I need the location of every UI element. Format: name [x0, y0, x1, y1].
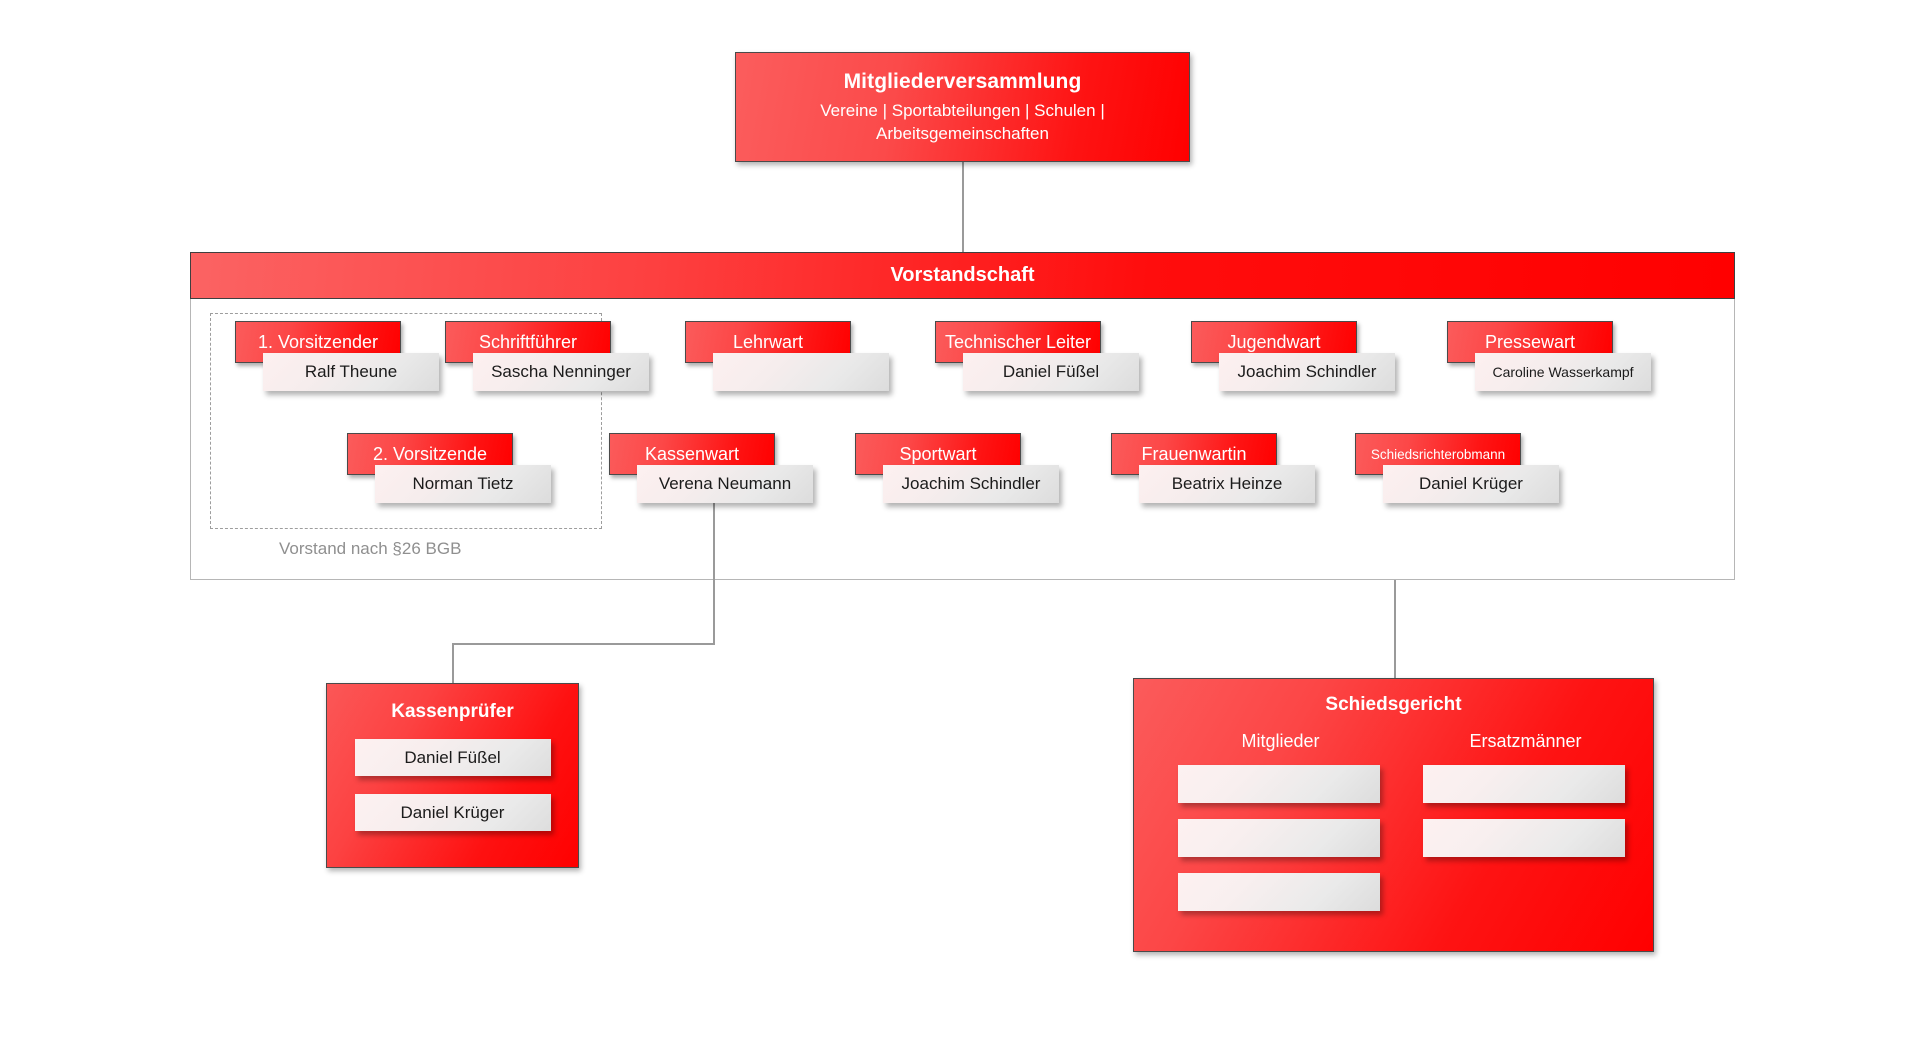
- board-panel-body: Vorstand nach §26 BGB 1. Vorsitzender Ra…: [190, 299, 1735, 580]
- connector-kassenwart-left: [452, 643, 715, 645]
- role-card-jugendwart[interactable]: Jugendwart Joachim Schindler: [1191, 321, 1395, 395]
- role-holder-name: Ralf Theune: [263, 353, 439, 391]
- node-kassenpruefer[interactable]: Kassenprüfer Daniel Füßel Daniel Krüger: [326, 683, 579, 868]
- role-card-pressewart[interactable]: Pressewart Caroline Wasserkampf: [1447, 321, 1651, 395]
- role-holder-name: Sascha Nenninger: [473, 353, 649, 391]
- role-holder-name: Joachim Schindler: [883, 465, 1059, 503]
- schiedsgericht-column-ersatzmaenner: Ersatzmänner: [1423, 731, 1628, 873]
- schiedsgericht-member-slot: [1178, 765, 1380, 803]
- role-card-2-vorsitzende[interactable]: 2. Vorsitzende Norman Tietz: [347, 433, 551, 507]
- node-schiedsgericht[interactable]: Schiedsgericht Mitglieder Ersatzmänner: [1133, 678, 1654, 952]
- role-holder-name: Daniel Krüger: [1383, 465, 1559, 503]
- role-holder-name: Beatrix Heinze: [1139, 465, 1315, 503]
- role-holder-name: Verena Neumann: [637, 465, 813, 503]
- role-holder-name: Norman Tietz: [375, 465, 551, 503]
- mitgliederversammlung-title: Mitgliederversammlung: [843, 69, 1082, 93]
- bgb-board-group-outline: [210, 313, 602, 529]
- mitgliederversammlung-subtitle: Vereine | Sportabteilungen | Schulen | A…: [820, 100, 1105, 143]
- role-holder-name: Joachim Schindler: [1219, 353, 1395, 391]
- board-panel-header[interactable]: Vorstandschaft: [190, 252, 1735, 299]
- kassenpruefer-member-slot: Daniel Krüger: [354, 794, 551, 831]
- role-card-schiedsrichterobmann[interactable]: Schiedsrichterobmann Daniel Krüger: [1355, 433, 1559, 507]
- connector-kassenwart-down: [713, 481, 715, 644]
- bgb-board-group-caption: Vorstand nach §26 BGB: [279, 539, 462, 558]
- role-holder-name: Caroline Wasserkampf: [1475, 353, 1651, 391]
- board-panel: Vorstandschaft Vorstand nach §26 BGB 1. …: [190, 252, 1735, 580]
- connector-mv-to-board: [962, 162, 964, 252]
- role-card-frauenwartin[interactable]: Frauenwartin Beatrix Heinze: [1111, 433, 1315, 507]
- role-card-lehrwart[interactable]: Lehrwart: [685, 321, 889, 395]
- schiedsgericht-column-mitglieder: Mitglieder: [1178, 731, 1383, 927]
- schiedsgericht-title: Schiedsgericht: [1325, 694, 1462, 715]
- role-holder-name: Daniel Füßel: [963, 353, 1139, 391]
- schiedsgericht-column-heading: Mitglieder: [1241, 731, 1320, 751]
- board-panel-title: Vorstandschaft: [890, 264, 1035, 286]
- role-card-technischer-leiter[interactable]: Technischer Leiter Daniel Füßel: [935, 321, 1139, 395]
- role-card-schriftfuehrer[interactable]: Schriftführer Sascha Nenninger: [445, 321, 649, 395]
- schiedsgericht-column-heading: Ersatzmänner: [1469, 731, 1582, 751]
- role-card-kassenwart[interactable]: Kassenwart Verena Neumann: [609, 433, 813, 507]
- role-card-1-vorsitzender[interactable]: 1. Vorsitzender Ralf Theune: [235, 321, 439, 395]
- connector-kassenpruefer-down: [452, 643, 454, 685]
- node-mitgliederversammlung[interactable]: Mitgliederversammlung Vereine | Sportabt…: [735, 52, 1190, 162]
- connector-board-to-schiedsgericht: [1394, 580, 1396, 680]
- schiedsgericht-member-slot: [1178, 873, 1380, 911]
- role-card-sportwart[interactable]: Sportwart Joachim Schindler: [855, 433, 1059, 507]
- kassenpruefer-member-slot: Daniel Füßel: [354, 739, 551, 776]
- schiedsgericht-substitute-slot: [1423, 819, 1625, 857]
- role-holder-name: [713, 353, 889, 391]
- schiedsgericht-member-slot: [1178, 819, 1380, 857]
- schiedsgericht-substitute-slot: [1423, 765, 1625, 803]
- kassenpruefer-title: Kassenprüfer: [391, 701, 514, 722]
